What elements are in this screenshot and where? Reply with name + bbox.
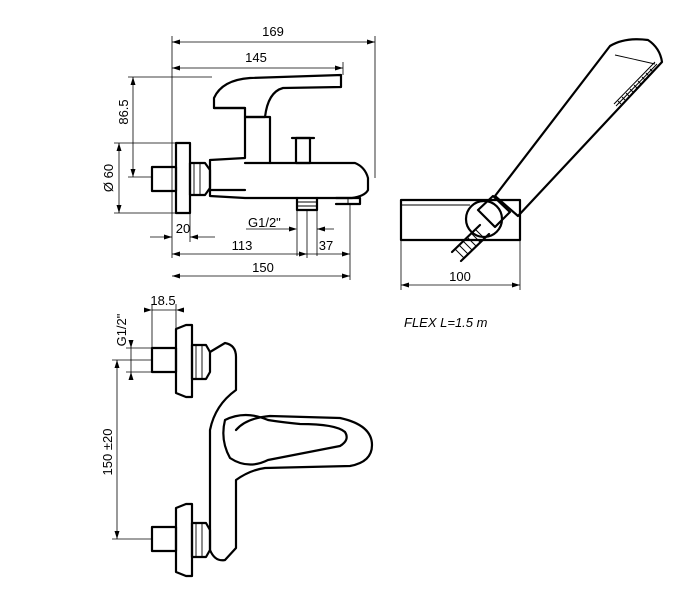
spray-nozzles [613,61,658,107]
bracket-ring [464,199,504,239]
dim-37-label: 37 [319,238,333,253]
side-shower-outlet [295,196,319,212]
dim-145-label: 145 [245,50,267,65]
side-diverter-knob [294,136,312,165]
dim-inlet-thread-label: G1/2" [114,313,129,346]
side-lever-handle [212,73,343,119]
front-lever-disc [222,413,348,466]
dim-20-label: 20 [176,221,190,236]
front-view [150,323,374,578]
dim-150-pm20-label: 150 ±20 [100,429,115,476]
front-upper-flange [174,323,194,399]
hand-shower-head [493,38,664,218]
front-upper-inlet [150,346,178,374]
dim-86-5-label: 86.5 [116,99,131,124]
front-lower-flange [174,502,194,578]
dim-169-label: 169 [262,24,284,39]
hose-length-note: FLEX L=1.5 m [404,315,488,330]
hand-shower-view [399,38,664,263]
dim-18-5-label: 18.5 [150,293,175,308]
front-lower-inlet [150,525,178,553]
dim-outlet-thread-label: G1/2" [248,215,281,230]
side-wall-flange [174,141,192,215]
shower-connector [476,194,512,229]
dim-113-label: 113 [232,238,253,253]
spray-nozzle-ticks [617,68,654,105]
side-inlet-connector [150,165,178,193]
dim-150-label: 150 [252,260,274,275]
front-mixer-body [208,341,374,562]
side-view-dimensions: 169 145 86.5 Ø 60 G1/2" 2 [101,24,376,280]
side-view [150,73,370,215]
dim-100-label: 100 [449,269,471,284]
shower-hose [450,223,491,263]
front-lower-nut [190,521,212,559]
hand-shower-dimensions: 100 [400,240,521,290]
front-upper-nut [190,343,212,381]
side-mixer-body [208,115,370,200]
front-view-dimensions: 18.5 G1/2" 150 ±20 [100,293,184,540]
dim-diameter-60-label: Ø 60 [101,164,116,192]
